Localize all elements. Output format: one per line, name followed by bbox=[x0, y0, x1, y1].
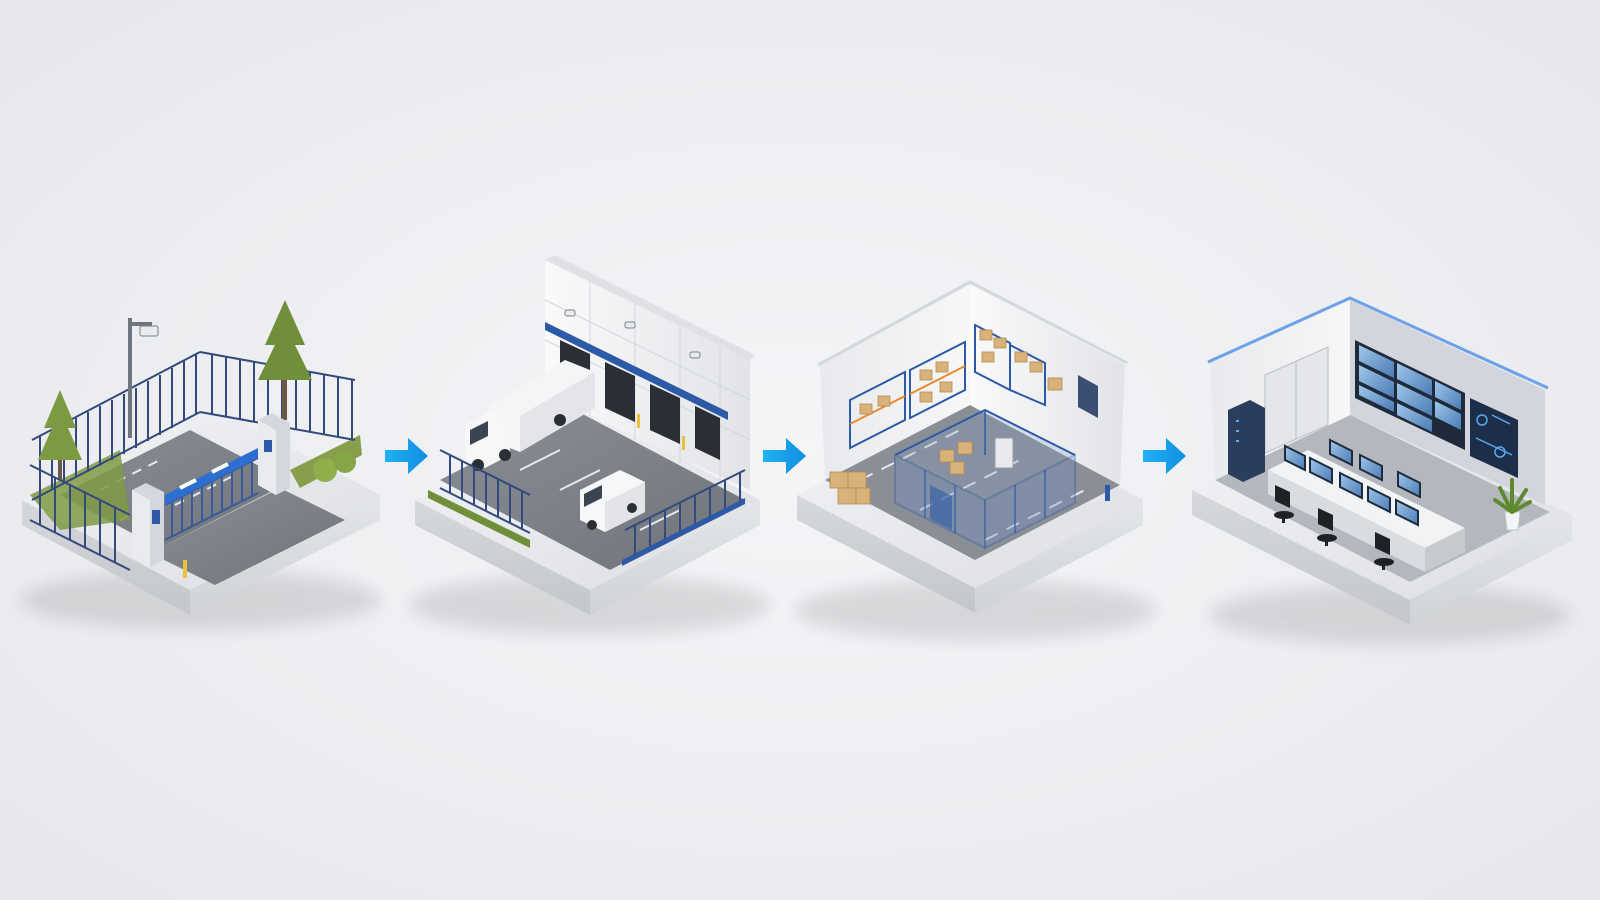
stage-warehouse-interior bbox=[795, 280, 1155, 640]
arrow-right-icon bbox=[1143, 438, 1186, 474]
stage-loading-dock bbox=[410, 255, 770, 635]
plant-icon bbox=[1493, 478, 1532, 531]
truck-icon bbox=[465, 360, 595, 471]
stage-security-control-room bbox=[1192, 296, 1572, 645]
stage-perimeter-gate bbox=[20, 300, 380, 630]
office-chair-icon bbox=[1274, 485, 1394, 570]
van-icon bbox=[580, 470, 645, 532]
arrow-right-icon bbox=[385, 438, 428, 474]
arrow-right-icon bbox=[763, 438, 806, 474]
video-wall-icon bbox=[1355, 340, 1518, 478]
monitor-icon bbox=[1284, 438, 1421, 527]
secure-cage-icon bbox=[894, 408, 1076, 550]
